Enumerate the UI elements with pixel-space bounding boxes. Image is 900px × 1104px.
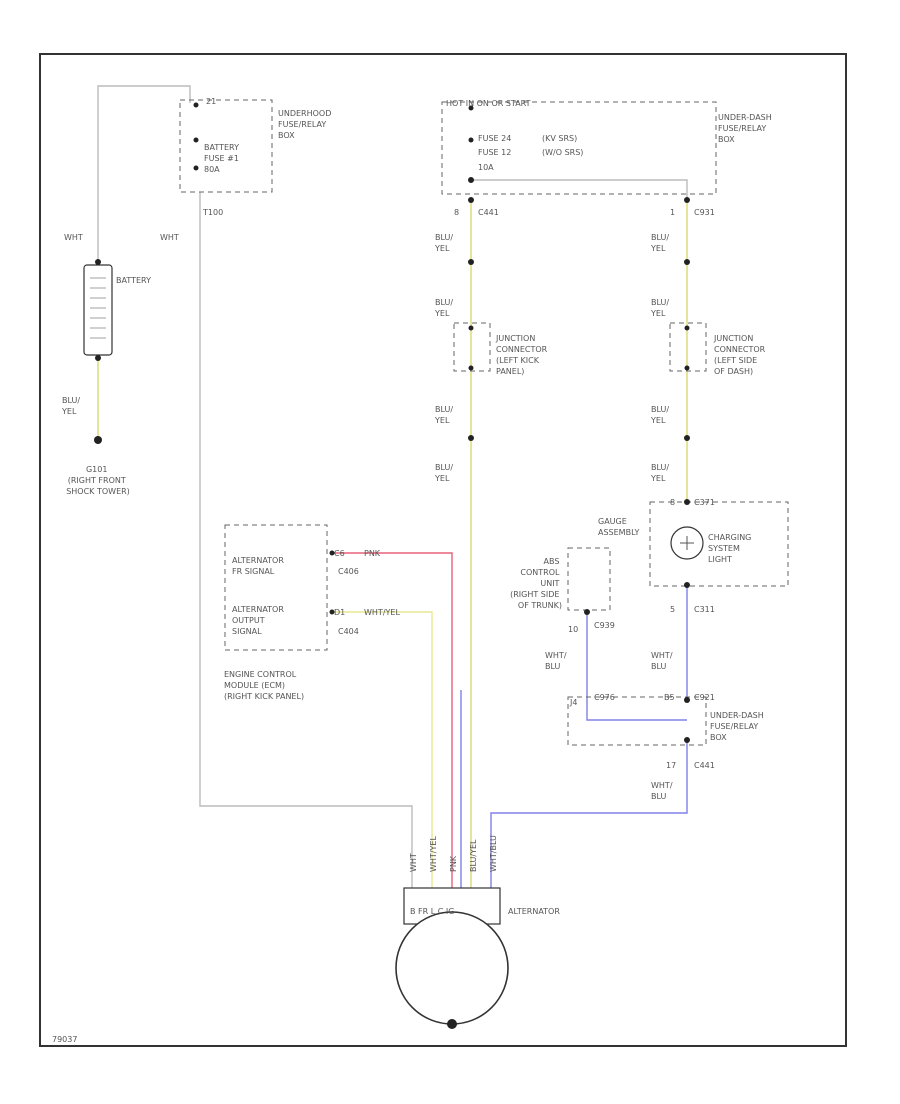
underdash-box-top-label: UNDER-DASH FUSE/RELAY BOX xyxy=(718,113,774,144)
blu-yel-left-2: BLU/ YEL xyxy=(434,298,456,318)
ecm-fr-wire-label: PNK xyxy=(364,549,381,558)
c371-pin-label: 8 xyxy=(670,498,675,507)
ecm-output-label: ALTERNATOR OUTPUT SIGNAL xyxy=(232,605,286,636)
blu-yel-left-1: BLU/ YEL xyxy=(434,233,456,253)
battery-icon xyxy=(83,264,113,356)
wht-blu-left-label: WHT/ BLU xyxy=(545,651,569,671)
gauge-assembly-label: GAUGE ASSEMBLY xyxy=(598,517,639,537)
c406-label: C406 xyxy=(338,567,359,576)
blu-yel-right-3: BLU/ YEL xyxy=(650,405,672,425)
alternator-icon xyxy=(395,911,509,1025)
fuse-24-label: FUSE 24 (KV SRS) xyxy=(478,134,577,143)
abs-unit-box xyxy=(567,547,611,611)
c441-label: C441 xyxy=(478,208,499,217)
wire-wht-yel-output xyxy=(332,611,433,888)
junction-left-label: JUNCTION CONNECTOR (LEFT KICK PANEL) xyxy=(495,334,550,376)
c441b-label: C441 xyxy=(694,761,715,770)
ecm-fr-label: ALTERNATOR FR SIGNAL xyxy=(232,556,286,576)
figure-code-label: 79037 xyxy=(52,1035,77,1044)
wht-label-1: WHT xyxy=(64,233,83,242)
wire-wht-blu-alternator xyxy=(490,740,688,888)
bulb-filament-icon xyxy=(680,536,694,550)
fuse-amp-label: 10A xyxy=(478,163,494,172)
underdash-fuse-box-top xyxy=(441,101,717,195)
fuse-12-label: FUSE 12 (W/O SRS) xyxy=(478,148,583,157)
alt-wire-wht: WHT xyxy=(409,853,418,872)
connector-dots xyxy=(94,102,690,743)
wire-wht-alternator xyxy=(199,192,413,888)
c371-label: C371 xyxy=(694,498,715,507)
gauge-assembly-box xyxy=(649,501,789,587)
pin-21-label: 21 xyxy=(206,97,216,106)
wire-fuse-bus xyxy=(471,179,688,200)
c921-pin-label: B5 xyxy=(664,693,675,702)
wire-wht-blu-abs xyxy=(586,612,687,721)
battery-label: BATTERY xyxy=(116,276,151,285)
abs-unit-label: ABS CONTROL UNIT (RIGHT SIDE OF TRUNK) xyxy=(510,557,562,610)
blu-yel-right-4: BLU/ YEL xyxy=(650,463,672,483)
alt-wire-blu-yel: BLU/YEL xyxy=(469,839,478,872)
diagram-frame xyxy=(39,53,847,1047)
junction-connector-left xyxy=(453,322,491,372)
ecm-box xyxy=(224,524,328,651)
c311-pin-label: 5 xyxy=(670,605,675,614)
alt-wire-wht-yel: WHT/YEL xyxy=(429,836,438,872)
alternator-ground-icon xyxy=(447,1019,457,1029)
ecm-output-pin-label: D1 xyxy=(334,608,345,617)
blu-yel-right-1: BLU/ YEL xyxy=(650,233,672,253)
junction-connector-right xyxy=(669,322,707,372)
c441-pin-label: 8 xyxy=(454,208,459,217)
wire-pnk-fr xyxy=(332,552,453,888)
battery-fuse-label: BATTERY FUSE #1 80A xyxy=(204,143,242,174)
c404-label: C404 xyxy=(338,627,359,636)
alt-wire-wht-blu: WHT/BLU xyxy=(489,835,498,872)
ground-g101-label: G101 (RIGHT FRONT SHOCK TOWER) xyxy=(66,465,130,496)
c939-label: C939 xyxy=(594,621,615,630)
alt-wire-pnk: PNK xyxy=(449,855,458,872)
alternator-pins-label: B FR L C IG xyxy=(410,907,454,916)
underhood-box-label: UNDERHOOD FUSE/RELAY BOX xyxy=(278,109,334,140)
c311-label: C311 xyxy=(694,605,715,614)
blu-yel-battery-label: BLU/ YEL xyxy=(61,396,83,416)
c931-pin-label: 1 xyxy=(670,208,675,217)
t100-label: T100 xyxy=(202,208,223,217)
underdash-fuse-box-bottom xyxy=(567,696,707,746)
c441b-pin-label: 17 xyxy=(666,761,676,770)
charging-light-label: CHARGING SYSTEM LIGHT xyxy=(708,533,754,564)
c931-label: C931 xyxy=(694,208,715,217)
blu-yel-left-4: BLU/ YEL xyxy=(434,463,456,483)
underdash-box-bottom-label: UNDER-DASH FUSE/RELAY BOX xyxy=(710,711,766,742)
c939-pin-label: 10 xyxy=(568,625,578,634)
battery-cells-icon xyxy=(90,277,106,339)
c976-pin-label: J4 xyxy=(569,698,577,707)
ecm-name-label: ENGINE CONTROL MODULE (ECM) (RIGHT KICK … xyxy=(224,670,304,701)
ignition-hot-label: HOT IN ON OR START xyxy=(446,99,531,108)
wht-label-2: WHT xyxy=(160,233,179,242)
ecm-fr-pin-label: C6 xyxy=(334,549,345,558)
c921-label: C921 xyxy=(694,693,715,702)
blu-yel-left-3: BLU/ YEL xyxy=(434,405,456,425)
c976-label: C976 xyxy=(594,693,615,702)
wht-blu-bottom-label: WHT/ BLU xyxy=(651,781,675,801)
junction-right-label: JUNCTION CONNECTOR (LEFT SIDE OF DASH) xyxy=(713,334,768,376)
blu-yel-right-2: BLU/ YEL xyxy=(650,298,672,318)
alternator-label: ALTERNATOR xyxy=(508,907,560,916)
underhood-fuse-box xyxy=(179,99,273,193)
wire-wht-battery xyxy=(97,85,191,262)
wht-blu-right-label: WHT/ BLU xyxy=(651,651,675,671)
ecm-output-wire-label: WHT/YEL xyxy=(364,608,400,617)
